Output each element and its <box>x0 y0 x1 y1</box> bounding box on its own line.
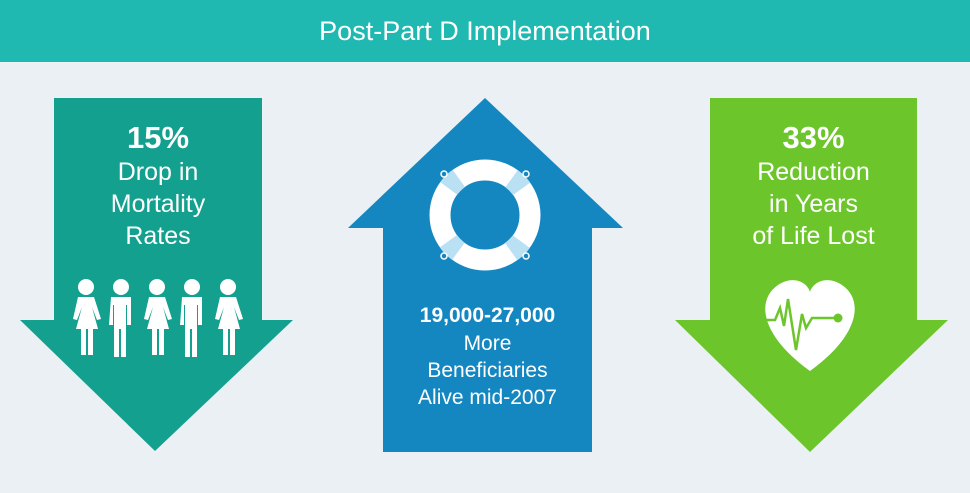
stat-label-line: Alive mid-2007 <box>418 386 557 409</box>
up-arrow-blue <box>348 98 623 452</box>
life-ring-icon <box>429 159 541 271</box>
stat-value: 19,000-27,000 <box>419 304 556 327</box>
people-icon <box>73 279 243 357</box>
stat-label-line: Rates <box>125 222 191 250</box>
stat-label-line: Beneficiaries <box>427 359 548 382</box>
stat-value: 33% <box>782 120 845 155</box>
stat-label-line: More <box>463 332 512 355</box>
stat-label-line: Reduction <box>757 158 870 186</box>
down-arrow-green <box>675 98 948 452</box>
panel-beneficiaries: 19,000-27,000 More Beneficiaries Alive m… <box>383 302 592 411</box>
heartbeat-icon <box>765 280 855 371</box>
stat-label-line: Mortality <box>110 190 206 218</box>
stat-label-line: of Life Lost <box>752 222 875 250</box>
stat-label-line: in Years <box>769 190 858 218</box>
page-title: Post-Part D Implementation <box>319 15 651 46</box>
header-banner: Post-Part D Implementation <box>0 0 970 62</box>
panel-mortality: 15% Drop in Mortality Rates <box>54 120 262 252</box>
panel-years-of-life: 33% Reduction in Years of Life Lost <box>710 120 917 252</box>
stat-value: 15% <box>126 120 190 155</box>
down-arrow-teal <box>20 98 293 451</box>
stat-label-line: Drop in <box>117 158 199 186</box>
